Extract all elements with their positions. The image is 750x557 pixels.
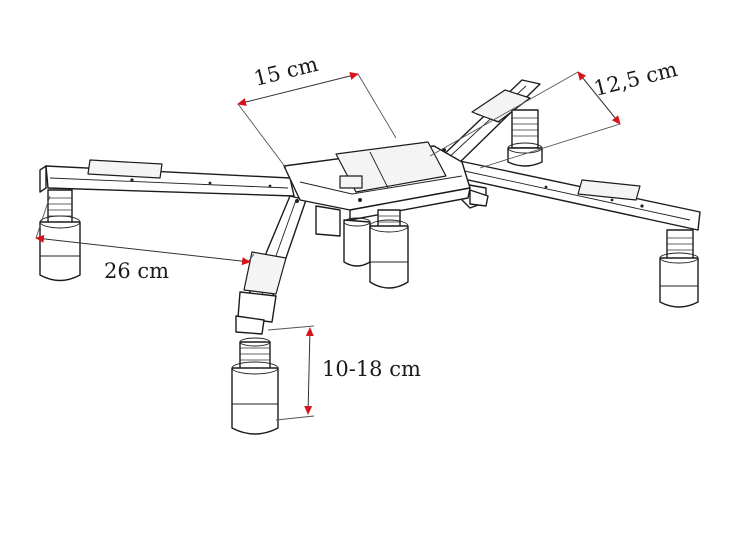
- arm-left: [39, 159, 295, 197]
- dimension-label-height: 10-18 cm: [322, 357, 421, 381]
- dimension-label-top: 15 cm: [251, 52, 320, 91]
- dimension-arrow-top: [237, 72, 359, 106]
- foot-left: [39, 189, 81, 282]
- stand-frame: [39, 79, 701, 435]
- dimension-arrow-arm: [35, 234, 251, 266]
- dimension-arm: 26 cm: [35, 195, 255, 283]
- foot-back-right: [507, 109, 543, 167]
- foot-center-front: [369, 209, 409, 289]
- arm-front: [235, 195, 307, 335]
- dimension-arrow-height: [304, 327, 314, 415]
- foot-right: [659, 229, 699, 308]
- center-plate: [283, 141, 489, 221]
- foot-front: [231, 337, 279, 435]
- arm-right: [449, 159, 701, 231]
- dimension-arrow-side: [577, 71, 621, 125]
- dimension-height: 10-18 cm: [267, 325, 421, 421]
- dimension-label-side: 12,5 cm: [591, 57, 679, 101]
- dimension-label-arm: 26 cm: [104, 259, 169, 283]
- foot-center-left: [315, 205, 371, 267]
